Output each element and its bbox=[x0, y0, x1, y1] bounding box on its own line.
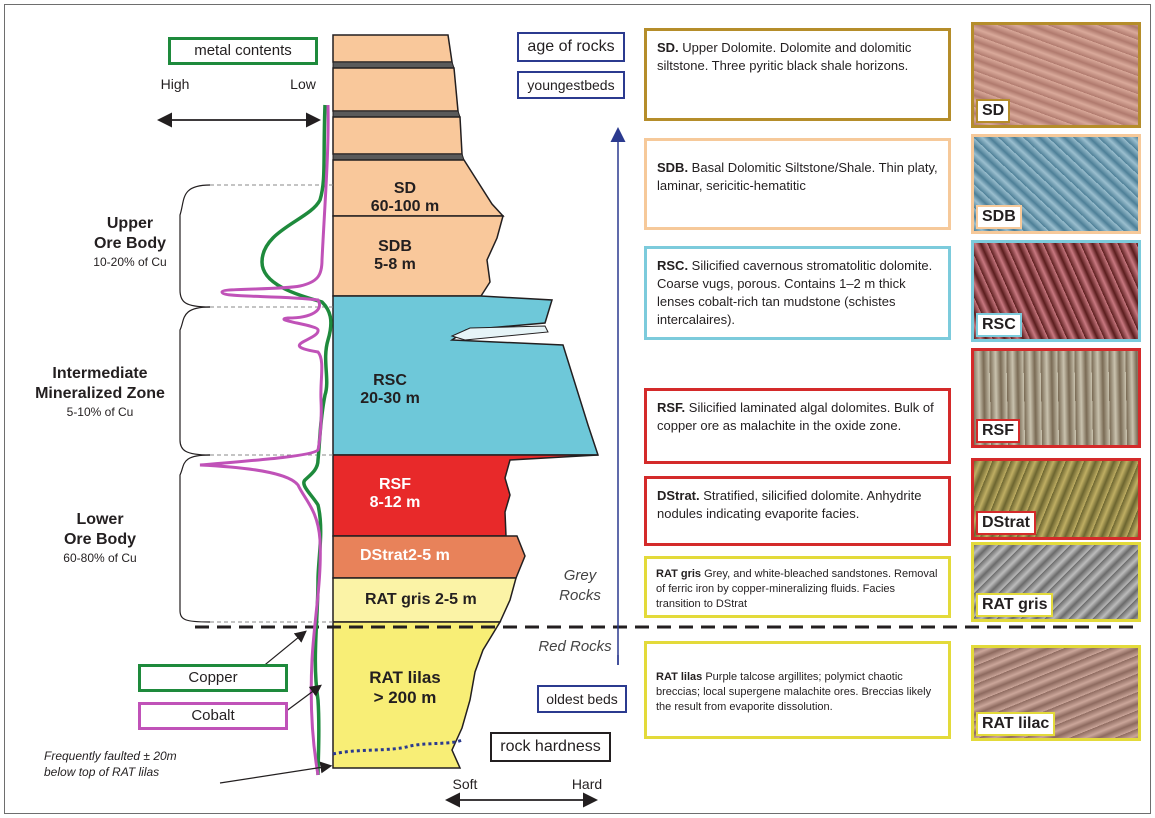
zone-upper-ore-body: Upper Ore Body 10-20% of Cu bbox=[40, 214, 220, 270]
description-rsc-code: RSC. bbox=[657, 258, 689, 273]
zone-intermediate-title: Intermediate Mineralized Zone bbox=[35, 365, 165, 402]
photo-sd: SD bbox=[971, 22, 1141, 128]
rsc-lens bbox=[450, 325, 549, 341]
layer-dstrat bbox=[332, 535, 526, 579]
layer-sd-thickness: 60-100 m bbox=[370, 198, 440, 215]
layer-rat-gris bbox=[332, 577, 517, 623]
metal-contents-box: metal contents bbox=[168, 37, 318, 65]
layer-rat-lilas-name: RAT lilas bbox=[369, 668, 441, 687]
zone-lower-title: Lower Ore Body bbox=[63, 511, 136, 548]
layer-rat-gris-name: RAT gris bbox=[365, 591, 431, 608]
description-dstrat-code: DStrat. bbox=[657, 488, 700, 503]
layer-rat-lilas bbox=[332, 621, 502, 769]
cobalt-curve bbox=[199, 104, 330, 776]
description-rsf: RSF. Silicified laminated algal dolomite… bbox=[644, 388, 951, 464]
layer-sdb-thickness: 5-8 m bbox=[374, 256, 416, 273]
fault-line bbox=[332, 738, 463, 756]
description-rsf-code: RSF. bbox=[657, 400, 686, 415]
layer-label-rat-lilas: RAT lilas > 200 m bbox=[335, 668, 475, 708]
description-rsf-text: Silicified laminated algal dolomites. Bu… bbox=[657, 400, 934, 433]
description-sdb-code: SDB. bbox=[657, 160, 689, 175]
metal-high-label: High bbox=[160, 76, 190, 92]
fault-note: Frequently faulted ± 20m below top of RA… bbox=[44, 749, 177, 779]
photo-rsc-tag: RSC bbox=[976, 313, 1022, 337]
description-rsc: RSC. Silicified cavernous stromatolitic … bbox=[644, 246, 951, 340]
description-sd-text: Upper Dolomite. Dolomite and dolomitic s… bbox=[657, 40, 912, 73]
layer-label-dstrat: DStrat2-5 m bbox=[360, 547, 520, 565]
layer-rat-gris-thickness: 2-5 m bbox=[434, 591, 477, 608]
description-sd-code: SD. bbox=[657, 40, 679, 55]
layer-rsf-name: RSF bbox=[379, 476, 411, 493]
layer-sd bbox=[332, 159, 505, 217]
description-rat-lilas: RAT lilas Purple talcose argillites; pol… bbox=[644, 641, 951, 739]
layer-dstrat-thickness: 2-5 m bbox=[408, 547, 450, 564]
layer-rat-lilas-thickness: > 200 m bbox=[373, 688, 437, 707]
zone-dashed-guides bbox=[210, 184, 333, 623]
age-of-rocks-box: age of rocks bbox=[517, 32, 625, 62]
soft-label: Soft bbox=[452, 776, 478, 792]
description-sd: SD. Upper Dolomite. Dolomite and dolomit… bbox=[644, 28, 951, 121]
legend-cobalt: Cobalt bbox=[138, 702, 288, 730]
layer-label-sdb: SDB 5-8 m bbox=[335, 238, 455, 274]
photo-rsf-tag: RSF bbox=[976, 419, 1020, 443]
youngest-beds-box: youngestbeds bbox=[517, 71, 625, 99]
layer-rsc-name: RSC bbox=[373, 372, 407, 389]
zone-upper-title: Upper Ore Body bbox=[93, 215, 166, 252]
photo-rsc: RSC bbox=[971, 240, 1141, 342]
description-rat-gris-text: Grey, and white-bleached sandstones. Rem… bbox=[656, 568, 938, 610]
photo-rat-lilac-tag: RAT lilac bbox=[976, 712, 1056, 736]
photo-sdb: SDB bbox=[971, 134, 1141, 234]
oldest-beds-box: oldest beds bbox=[537, 685, 627, 713]
rock-hardness-box: rock hardness bbox=[490, 732, 611, 762]
layer-sdb-name: SDB bbox=[378, 238, 412, 255]
description-rat-lilas-text: Purple talcose argillites; polymict chao… bbox=[656, 671, 932, 713]
cobalt-pointer-arrow bbox=[284, 684, 322, 713]
hard-label: Hard bbox=[571, 776, 603, 792]
zone-upper-sub: 10-20% of Cu bbox=[93, 255, 167, 269]
photo-rat-gris-tag: RAT gris bbox=[976, 593, 1054, 617]
layer-sd-name: SD bbox=[393, 180, 417, 197]
zone-lower-sub: 60-80% of Cu bbox=[63, 551, 137, 565]
description-rsc-text: Silicified cavernous stromatolitic dolom… bbox=[657, 258, 933, 327]
description-rat-gris-code: RAT gris bbox=[656, 568, 702, 580]
photo-rsf: RSF bbox=[971, 348, 1141, 448]
description-sdb-text: Basal Dolomitic Siltstone/Shale. Thin pl… bbox=[657, 160, 938, 193]
photo-sd-tag: SD bbox=[976, 99, 1011, 123]
zone-braces bbox=[179, 184, 211, 623]
photo-rat-lilac: RAT lilac bbox=[971, 645, 1141, 741]
photo-sdb-tag: SDB bbox=[976, 205, 1022, 229]
layer-dstrat-name: DStrat bbox=[360, 547, 409, 564]
photo-rat-gris: RAT gris bbox=[971, 542, 1141, 622]
zone-intermediate-sub: 5-10% of Cu bbox=[66, 405, 134, 419]
photo-dstrat-tag: DStrat bbox=[976, 511, 1037, 535]
description-rat-gris: RAT gris Grey, and white-bleached sandst… bbox=[644, 556, 951, 618]
description-dstrat-text: Stratified, silicified dolomite. Anhydri… bbox=[657, 488, 922, 521]
layer-label-rsc: RSC 20-30 m bbox=[335, 372, 445, 408]
layer-rsc-thickness: 20-30 m bbox=[360, 390, 420, 407]
layer-label-rat-gris: RAT gris 2-5 m bbox=[365, 591, 515, 609]
red-rocks-label: Red Rocks bbox=[538, 638, 612, 655]
grey-rocks-label: Grey Rocks bbox=[559, 567, 601, 604]
fault-note-arrow bbox=[219, 761, 333, 784]
layer-label-sd: SD 60-100 m bbox=[335, 180, 475, 216]
figure-frame bbox=[4, 4, 1151, 814]
legend-copper: Copper bbox=[138, 664, 288, 692]
photo-dstrat: DStrat bbox=[971, 458, 1141, 540]
column-upper-layers bbox=[332, 34, 465, 161]
zone-lower-ore-body: Lower Ore Body 60-80% of Cu bbox=[10, 510, 190, 566]
description-sdb: SDB. Basal Dolomitic Siltstone/Shale. Th… bbox=[644, 138, 951, 230]
layer-label-rsf: RSF 8-12 m bbox=[335, 476, 455, 512]
metal-low-label: Low bbox=[290, 76, 316, 92]
description-dstrat: DStrat. Stratified, silicified dolomite.… bbox=[644, 476, 951, 546]
layer-rsf-thickness: 8-12 m bbox=[369, 494, 421, 511]
zone-intermediate: Intermediate Mineralized Zone 5-10% of C… bbox=[5, 364, 195, 420]
description-rat-lilas-code: RAT lilas bbox=[656, 671, 703, 683]
